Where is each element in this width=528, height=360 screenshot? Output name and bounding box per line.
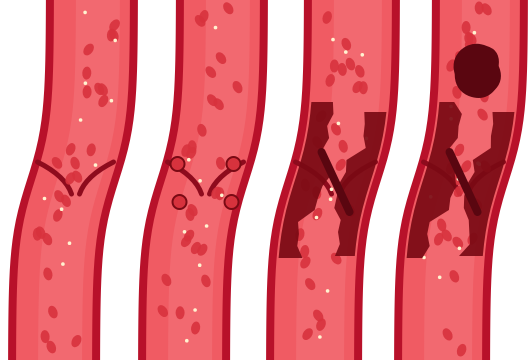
platelet — [315, 216, 319, 220]
platelet — [60, 207, 64, 211]
platelet — [344, 50, 348, 54]
red-blood-cell — [462, 21, 471, 34]
platelet — [331, 38, 335, 42]
platelet — [110, 99, 114, 103]
platelet — [318, 335, 322, 339]
platelet — [183, 230, 187, 234]
platelet — [61, 262, 65, 266]
platelet — [330, 188, 334, 192]
aggregating-cells — [225, 195, 239, 209]
platelet — [473, 31, 477, 35]
platelet — [326, 289, 330, 293]
platelet — [198, 179, 202, 183]
platelet — [329, 197, 333, 201]
platelet — [198, 263, 202, 267]
vessel-panel-2 — [138, 0, 268, 360]
platelet — [438, 276, 442, 280]
platelet — [79, 118, 83, 122]
aggregating-cells — [227, 157, 241, 171]
platelet — [68, 241, 72, 245]
red-blood-cell — [176, 306, 185, 319]
platelet — [43, 197, 47, 201]
embolus — [454, 44, 501, 98]
platelet — [94, 163, 98, 167]
vessel-panel-3 — [266, 0, 400, 360]
platelet — [337, 122, 341, 126]
platelet — [361, 53, 365, 57]
platelet — [187, 158, 191, 162]
platelet — [193, 308, 197, 312]
platelet — [84, 81, 88, 85]
platelet — [205, 224, 209, 228]
aggregating-cells — [171, 157, 185, 171]
vessel-panel-1 — [8, 0, 138, 360]
vessel-panel-4 — [394, 0, 528, 360]
platelet — [458, 247, 462, 251]
platelet — [214, 26, 218, 30]
platelet — [220, 194, 224, 198]
platelet — [113, 39, 117, 43]
platelet — [185, 339, 189, 343]
platelet — [83, 11, 87, 15]
aggregating-cells — [173, 195, 187, 209]
